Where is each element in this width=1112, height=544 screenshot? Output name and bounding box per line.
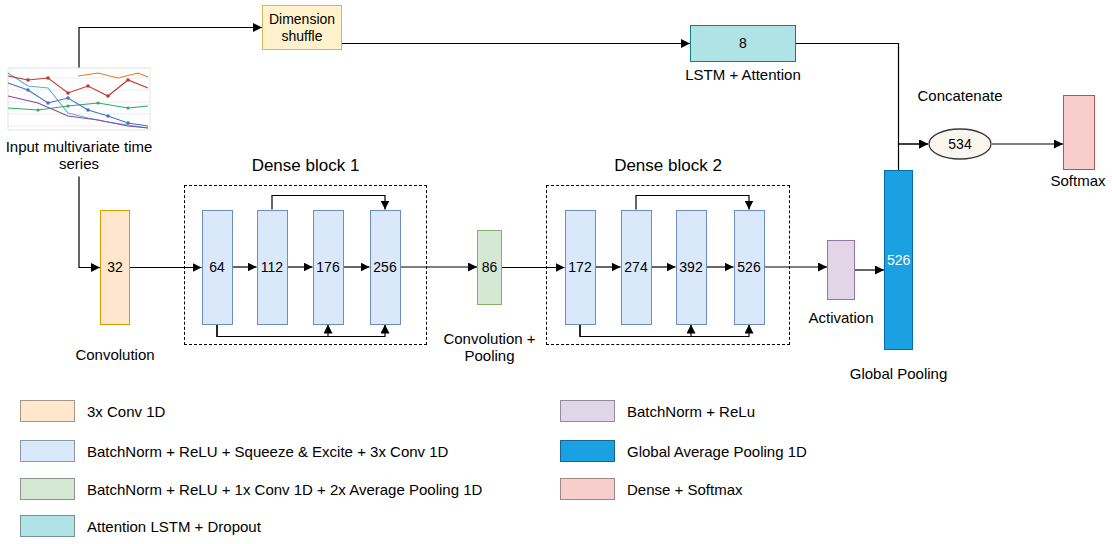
pooling-box: 526Global Pooling — [884, 170, 913, 350]
legend-swatch — [20, 478, 75, 500]
connector-arrow — [79, 28, 262, 69]
box-label: 32 — [107, 259, 123, 275]
legend-entry: BatchNorm + ReLU + 1x Conv 1D + 2x Avera… — [20, 478, 482, 500]
box-label: 86 — [482, 259, 498, 275]
legend-entry: Global Average Pooling 1D — [560, 440, 807, 462]
legend-swatch — [560, 400, 615, 422]
caption-label: Activation — [808, 309, 873, 326]
dense-layer-box: 176 — [313, 210, 344, 325]
connector-arrow — [855, 269, 884, 270]
box-label: Dimension shuffle — [265, 11, 339, 43]
connector-arrow — [342, 43, 690, 44]
connector-arrow — [217, 325, 385, 337]
legend-text: BatchNorm + ReLu — [627, 403, 755, 420]
connector-arrow — [79, 177, 100, 268]
box-label: 256 — [373, 259, 396, 275]
caption-label: Convolution — [75, 346, 154, 363]
caption-label: Convolution + Pooling — [440, 330, 540, 365]
legend-swatch — [20, 515, 75, 537]
connector-arrow — [502, 267, 565, 268]
heading-label: Dense block 1 — [252, 156, 360, 176]
connector-arrow — [765, 266, 828, 267]
dense-block: Dense block 2172274392526 — [546, 185, 790, 345]
connector-arrow — [899, 144, 929, 170]
dense-layer-box: 392 — [676, 210, 707, 325]
connector-arrow — [580, 325, 691, 337]
box-label: 176 — [316, 259, 339, 275]
connector-arrow — [992, 143, 1063, 144]
connector-arrow — [233, 266, 257, 267]
activation-box: Activation — [827, 240, 855, 300]
legend-entry: BatchNorm + ReLu — [560, 400, 755, 422]
box-label: 172 — [568, 259, 591, 275]
legend-text: Dense + Softmax — [627, 481, 742, 498]
connector-arrow — [288, 266, 313, 267]
dense-layer-box: 526 — [734, 210, 765, 325]
time-series-plot — [8, 68, 150, 130]
legend-entry: Attention LSTM + Dropout — [20, 515, 261, 537]
caption-label: Global Pooling — [850, 365, 948, 382]
connector-arrow — [344, 266, 370, 267]
connector-arrow — [401, 266, 478, 267]
transition-box: 86Convolution + Pooling — [477, 230, 502, 305]
series-dots — [26, 76, 130, 125]
legend-text: Global Average Pooling 1D — [627, 443, 807, 460]
grid-lines — [8, 78, 150, 126]
legend-swatch — [560, 440, 615, 462]
connector-arrow — [130, 267, 202, 268]
box-label: 274 — [624, 259, 647, 275]
heading-label: Dense block 2 — [614, 156, 722, 176]
legend-text: BatchNorm + ReLU + Squeeze & Excite + 3x… — [87, 443, 448, 460]
legend-swatch — [20, 440, 75, 462]
dense-layer-box: 172 — [565, 210, 596, 325]
heading-label: Concatenate — [917, 87, 1002, 104]
box-label: 526 — [737, 259, 760, 275]
box-label: 64 — [209, 259, 225, 275]
caption-label: LSTM + Attention — [685, 66, 800, 83]
legend-text: Attention LSTM + Dropout — [87, 518, 261, 535]
connector-arrow — [707, 266, 734, 267]
box-label: 534 — [948, 136, 971, 152]
dense-block: Dense block 164112176256 — [184, 185, 427, 345]
legend-swatch — [20, 400, 75, 422]
legend-entry: Dense + Softmax — [560, 478, 742, 500]
plot-area — [8, 68, 150, 130]
shuffle-box: Dimension shuffle — [262, 5, 342, 50]
dense-layer-box: 112 — [257, 210, 288, 325]
connector-arrow — [636, 196, 749, 210]
dense-layer-box: 256 — [370, 210, 401, 325]
connector-arrow — [272, 196, 385, 210]
box-label: 392 — [679, 259, 702, 275]
connector-arrow — [580, 325, 749, 337]
legend-text: BatchNorm + ReLU + 1x Conv 1D + 2x Avera… — [87, 481, 482, 498]
box-label: 8 — [739, 35, 747, 51]
input-series: Input multivariate time series — [8, 68, 150, 130]
box-label: 112 — [261, 259, 283, 275]
dense-layer-box: 64 — [202, 210, 233, 325]
dense-layer-box: 274 — [621, 210, 652, 325]
connector-arrow — [596, 266, 621, 267]
legend-entry: BatchNorm + ReLU + Squeeze & Excite + 3x… — [20, 440, 448, 462]
lstm-box: 8LSTM + Attention — [690, 25, 796, 62]
concatenate-ellipse: Concatenate534 — [928, 128, 992, 160]
softmax-box: Softmax — [1063, 95, 1095, 170]
caption-label: Softmax — [1050, 172, 1105, 189]
series-lines — [8, 73, 148, 128]
connector-arrow — [652, 266, 676, 267]
legend-entry: 3x Conv 1D — [20, 400, 165, 422]
conv-box: 32Convolution — [100, 210, 130, 325]
connector-arrow — [796, 44, 928, 145]
legend-swatch — [560, 478, 615, 500]
box-label: 526 — [887, 252, 910, 268]
caption-label: Input multivariate time series — [4, 138, 154, 173]
legend-text: 3x Conv 1D — [87, 403, 165, 420]
connector-arrow — [217, 325, 328, 337]
